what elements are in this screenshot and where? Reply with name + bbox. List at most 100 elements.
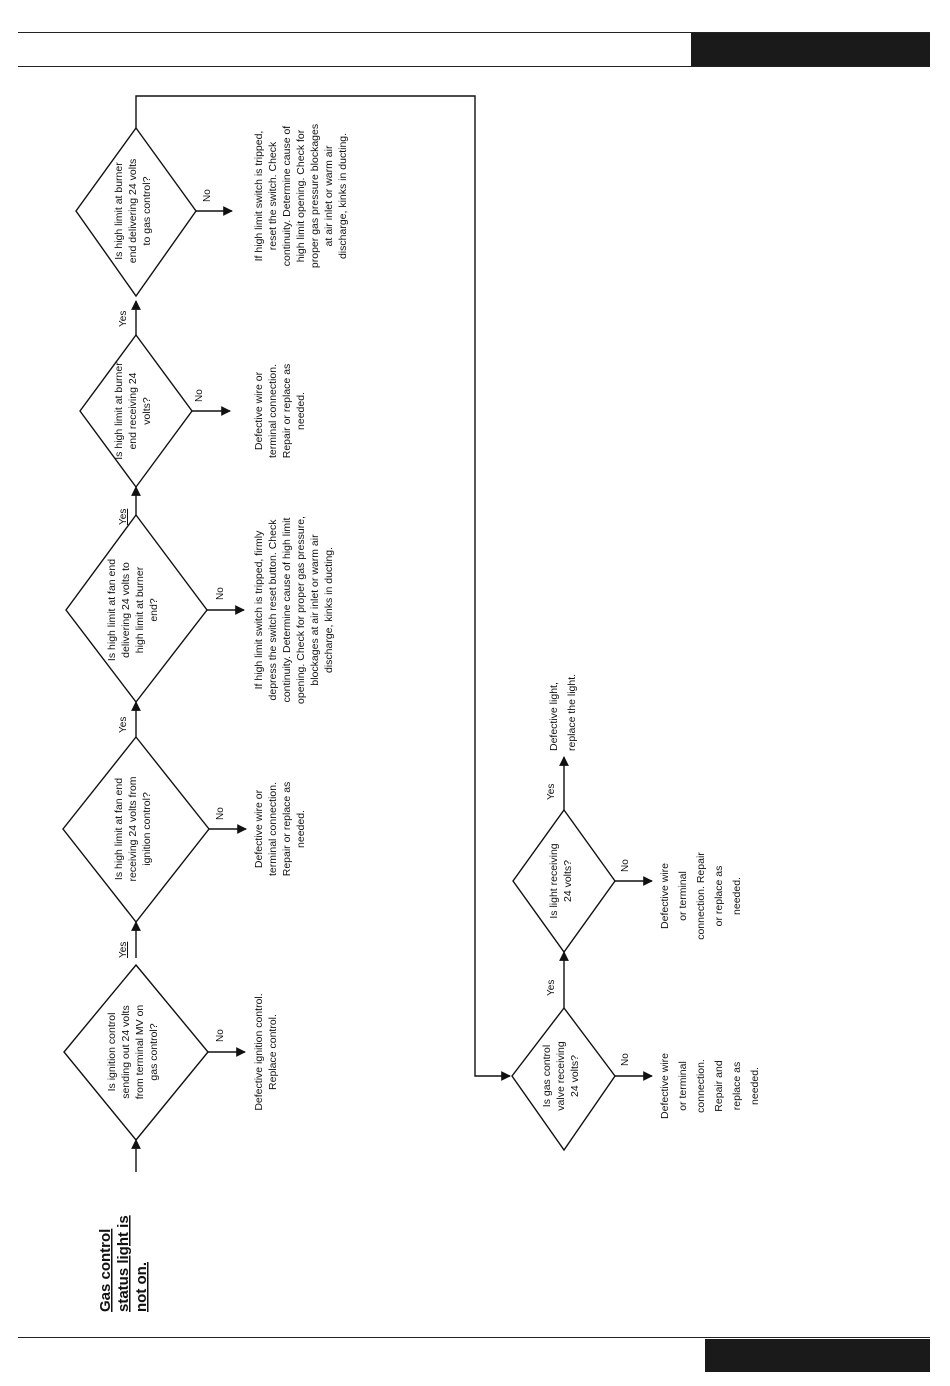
svg-text:24 volts?: 24 volts? xyxy=(562,860,574,902)
decision-text-1: Is ignition control sending out 24 volts… xyxy=(106,1005,160,1100)
top-rule xyxy=(18,32,930,33)
outcome-text-4: Defective wire or terminal connection. R… xyxy=(253,364,307,459)
svg-text:reset the switch. Check: reset the switch. Check xyxy=(267,141,279,250)
svg-text:at air inlet or warm air: at air inlet or warm air xyxy=(323,145,335,246)
outcome-text-6: Defective wire or terminal connection. R… xyxy=(659,1053,761,1119)
svg-text:No: No xyxy=(194,389,205,402)
svg-text:No: No xyxy=(215,1029,226,1042)
svg-text:blockages at air inlet or warm: blockages at air inlet or warm air xyxy=(309,534,321,686)
svg-text:No: No xyxy=(620,1053,631,1066)
svg-text:discharge, kinks in ducting.: discharge, kinks in ducting. xyxy=(337,133,349,259)
decision-diamond-7 xyxy=(512,808,616,954)
svg-text:Is high limit at burner: Is high limit at burner xyxy=(113,362,125,460)
outcome-text-5: If high limit switch is tripped, reset t… xyxy=(253,124,349,268)
svg-text:receiving 24 volts from: receiving 24 volts from xyxy=(127,776,139,881)
svg-text:Is high limit at fan end: Is high limit at fan end xyxy=(106,559,118,661)
yes-label-3: Yes xyxy=(118,509,129,525)
svg-text:valve receiving: valve receiving xyxy=(555,1041,567,1111)
svg-text:If high limit switch is trippe: If high limit switch is tripped, xyxy=(253,131,265,262)
svg-text:Defective wire: Defective wire xyxy=(659,863,671,929)
svg-text:Yes: Yes xyxy=(118,509,129,525)
bottom-rule xyxy=(18,1337,930,1338)
svg-text:needed.: needed. xyxy=(731,877,743,915)
svg-text:discharge, kinks in ducting.: discharge, kinks in ducting. xyxy=(323,547,335,673)
svg-text:end receiving 24: end receiving 24 xyxy=(127,372,139,449)
no-label-7: No xyxy=(620,859,631,872)
svg-text:Is high limit at fan end: Is high limit at fan end xyxy=(113,778,125,880)
svg-text:If high limit switch is trippe: If high limit switch is tripped, firmly xyxy=(253,530,265,689)
decision-diamond-4 xyxy=(79,333,193,489)
svg-text:Is ignition control: Is ignition control xyxy=(106,1013,118,1092)
svg-text:end delivering 24 volts: end delivering 24 volts xyxy=(127,159,139,263)
svg-text:or replace as: or replace as xyxy=(713,866,725,927)
svg-text:Defective ignition control.: Defective ignition control. xyxy=(253,993,265,1110)
footer-black-block xyxy=(705,1339,930,1372)
svg-text:Yes: Yes xyxy=(118,942,129,958)
svg-text:proper gas pressure blockages: proper gas pressure blockages xyxy=(309,124,321,268)
svg-text:connection.: connection. xyxy=(695,1059,707,1113)
svg-text:No: No xyxy=(215,807,226,820)
decision-text-7: Is light receiving 24 volts? xyxy=(548,843,574,918)
svg-text:replace the light.: replace the light. xyxy=(566,674,578,751)
svg-text:Replace control.: Replace control. xyxy=(267,1014,279,1090)
no-label-6: No xyxy=(620,1053,631,1066)
svg-text:Repair and: Repair and xyxy=(713,1060,725,1112)
svg-text:24 volts?: 24 volts? xyxy=(569,1055,581,1097)
svg-text:connection. Repair: connection. Repair xyxy=(695,852,707,940)
svg-text:Yes: Yes xyxy=(118,717,129,733)
svg-text:high limit opening. Check for: high limit opening. Check for xyxy=(295,129,307,262)
no-label-3: No xyxy=(215,587,226,600)
title-line-2: status light is xyxy=(115,1215,132,1312)
svg-text:Repair or replace as: Repair or replace as xyxy=(281,782,293,877)
decision-text-2: Is high limit at fan end receiving 24 vo… xyxy=(113,776,153,881)
svg-text:high limit at burner: high limit at burner xyxy=(134,566,146,653)
yes-label-6: Yes xyxy=(546,980,557,996)
svg-text:terminal connection.: terminal connection. xyxy=(267,364,279,458)
svg-text:replace as: replace as xyxy=(731,1062,743,1110)
svg-text:gas control?: gas control? xyxy=(148,1023,160,1080)
svg-text:continuity. Determine cause of: continuity. Determine cause of xyxy=(281,126,293,267)
svg-text:sending out 24 volts: sending out 24 volts xyxy=(120,1005,132,1098)
yes-label-4: Yes xyxy=(118,311,129,327)
yes-label-2: Yes xyxy=(118,717,129,733)
svg-text:end?: end? xyxy=(148,598,160,622)
decision-diamond-5 xyxy=(75,126,197,298)
svg-text:No: No xyxy=(620,859,631,872)
svg-text:Yes: Yes xyxy=(546,980,557,996)
svg-text:terminal connection.: terminal connection. xyxy=(267,782,279,876)
svg-text:Defective wire or: Defective wire or xyxy=(253,371,265,450)
decision-text-6: Is gas control valve receiving 24 volts? xyxy=(541,1041,581,1111)
decision-text-5: Is high limit at burner end delivering 2… xyxy=(113,159,153,263)
svg-text:Is high limit at burner: Is high limit at burner xyxy=(113,162,125,260)
yes-label-1: Yes xyxy=(118,942,129,958)
svg-text:Yes: Yes xyxy=(118,311,129,327)
decision-diamond-2 xyxy=(62,735,210,924)
svg-text:Yes: Yes xyxy=(546,784,557,800)
outcome-text-7: Defective wire or terminal connection. R… xyxy=(659,852,743,940)
svg-text:Defective wire: Defective wire xyxy=(659,1053,671,1119)
outcome-text-2: Defective wire or terminal connection. R… xyxy=(253,782,307,877)
svg-text:to gas control?: to gas control? xyxy=(141,176,153,245)
svg-text:No: No xyxy=(215,587,226,600)
no-label-5: No xyxy=(202,189,213,202)
svg-text:needed.: needed. xyxy=(295,810,307,848)
top-rule-lower xyxy=(18,66,930,67)
outcome-text-8: Defective light, replace the light. xyxy=(548,674,578,751)
decision-diamond-6 xyxy=(511,1006,616,1152)
no-label-2: No xyxy=(215,807,226,820)
svg-text:Defective light,: Defective light, xyxy=(548,682,560,751)
svg-text:Repair or replace as: Repair or replace as xyxy=(281,364,293,459)
no-label-1: No xyxy=(215,1029,226,1042)
svg-text:delivering 24 volts to: delivering 24 volts to xyxy=(120,562,132,658)
svg-text:opening. Check for proper gas: opening. Check for proper gas pressure, xyxy=(295,516,307,704)
svg-text:needed.: needed. xyxy=(295,392,307,430)
outcome-text-1: Defective ignition control. Replace cont… xyxy=(253,993,279,1110)
decision-text-4: Is high limit at burner end receiving 24… xyxy=(113,362,153,460)
svg-text:or terminal: or terminal xyxy=(677,1061,689,1111)
svg-text:Is gas control: Is gas control xyxy=(541,1045,553,1107)
title-line-3: not on. xyxy=(133,1262,150,1312)
svg-text:from terminal MV on: from terminal MV on xyxy=(134,1005,146,1100)
svg-text:volts?: volts? xyxy=(141,397,153,425)
